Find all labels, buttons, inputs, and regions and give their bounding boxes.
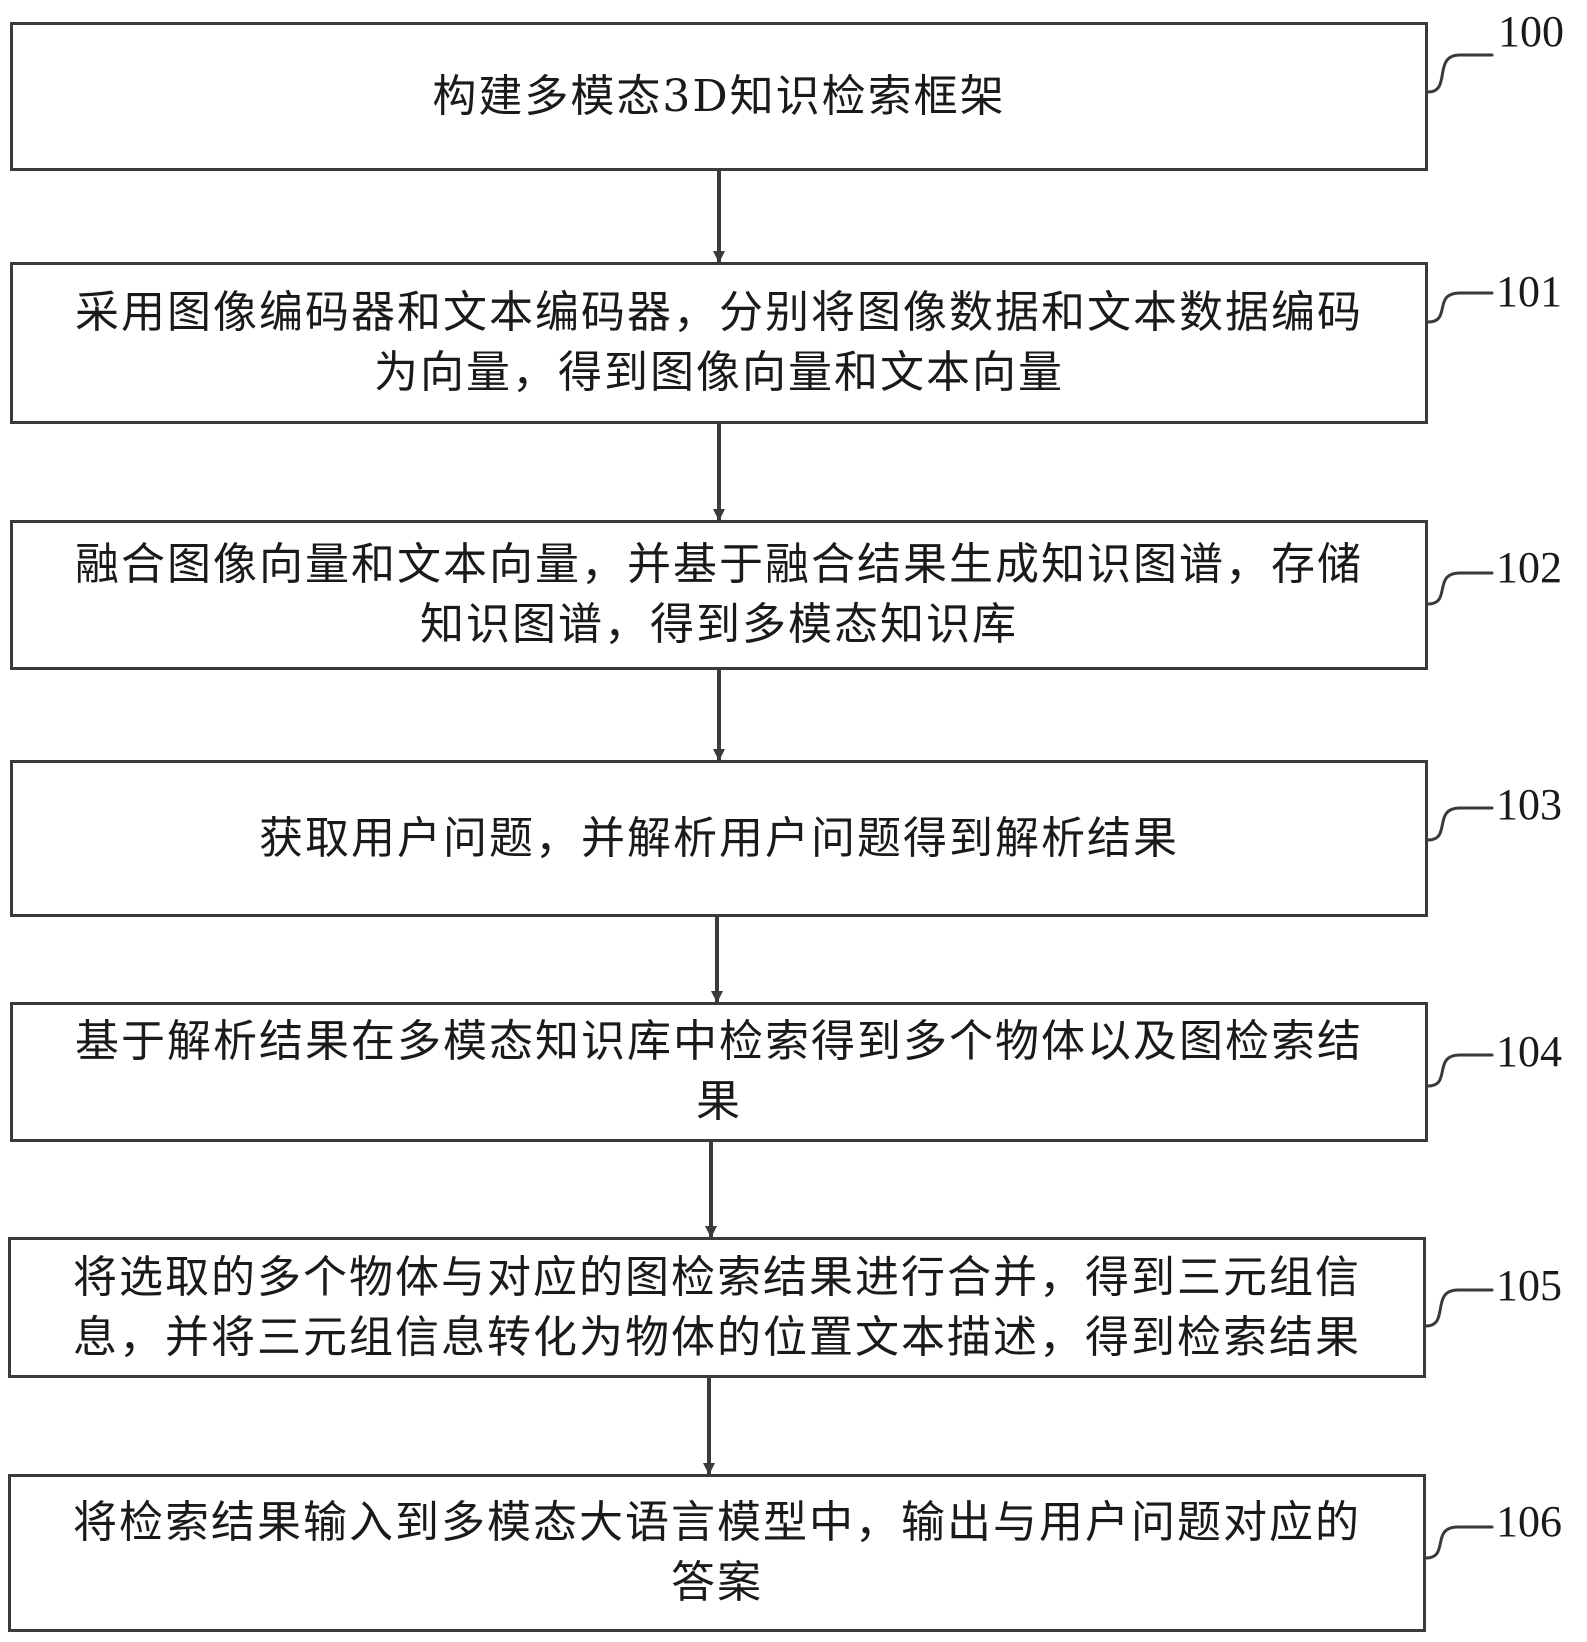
step-box-100: 构建多模态3D知识检索框架 xyxy=(10,22,1428,171)
leader-line-106 xyxy=(1424,1525,1494,1560)
leader-line-101 xyxy=(1426,291,1494,324)
step-box-102: 融合图像向量和文本向量，并基于融合结果生成知识图谱，存储 知识图谱，得到多模态知… xyxy=(10,520,1428,670)
step-text-105: 将选取的多个物体与对应的图检索结果进行合并，得到三元组信 息，并将三元组信息转化… xyxy=(73,1251,1361,1363)
step-label-105: 105 xyxy=(1496,1261,1562,1310)
step-label-103: 103 xyxy=(1496,780,1562,829)
leader-line-104 xyxy=(1426,1053,1494,1088)
step-text-102: 融合图像向量和文本向量，并基于融合结果生成知识图谱，存储 知识图谱，得到多模态知… xyxy=(75,539,1363,650)
leader-line-105 xyxy=(1424,1288,1494,1328)
step-box-106: 将检索结果输入到多模态大语言模型中，输出与用户问题对应的 答案 xyxy=(8,1474,1426,1632)
step-label-100: 100 xyxy=(1498,7,1564,56)
step-text-100: 构建多模态3D知识检索框架 xyxy=(432,70,1006,122)
step-box-101: 采用图像编码器和文本编码器，分别将图像数据和文本数据编码 为向量，得到图像向量和… xyxy=(10,262,1428,424)
step-text-104: 基于解析结果在多模态知识库中检索得到多个物体以及图检索结 果 xyxy=(75,1016,1363,1127)
leader-line-103 xyxy=(1426,806,1494,842)
step-text-101: 采用图像编码器和文本编码器，分别将图像数据和文本数据编码 为向量，得到图像向量和… xyxy=(75,287,1363,398)
leader-line-100 xyxy=(1426,53,1494,94)
step-label-104: 104 xyxy=(1496,1027,1562,1076)
step-label-101: 101 xyxy=(1496,267,1562,316)
step-box-103: 获取用户问题，并解析用户问题得到解析结果 xyxy=(10,760,1428,917)
step-label-106: 106 xyxy=(1496,1497,1562,1546)
step-box-104: 基于解析结果在多模态知识库中检索得到多个物体以及图检索结 果 xyxy=(10,1002,1428,1142)
step-text-103: 获取用户问题，并解析用户问题得到解析结果 xyxy=(259,812,1179,864)
step-text-106: 将检索结果输入到多模态大语言模型中，输出与用户问题对应的 答案 xyxy=(73,1497,1361,1608)
step-box-105: 将选取的多个物体与对应的图检索结果进行合并，得到三元组信 息，并将三元组信息转化… xyxy=(8,1237,1426,1378)
step-label-102: 102 xyxy=(1496,543,1562,592)
leader-line-102 xyxy=(1426,571,1494,606)
